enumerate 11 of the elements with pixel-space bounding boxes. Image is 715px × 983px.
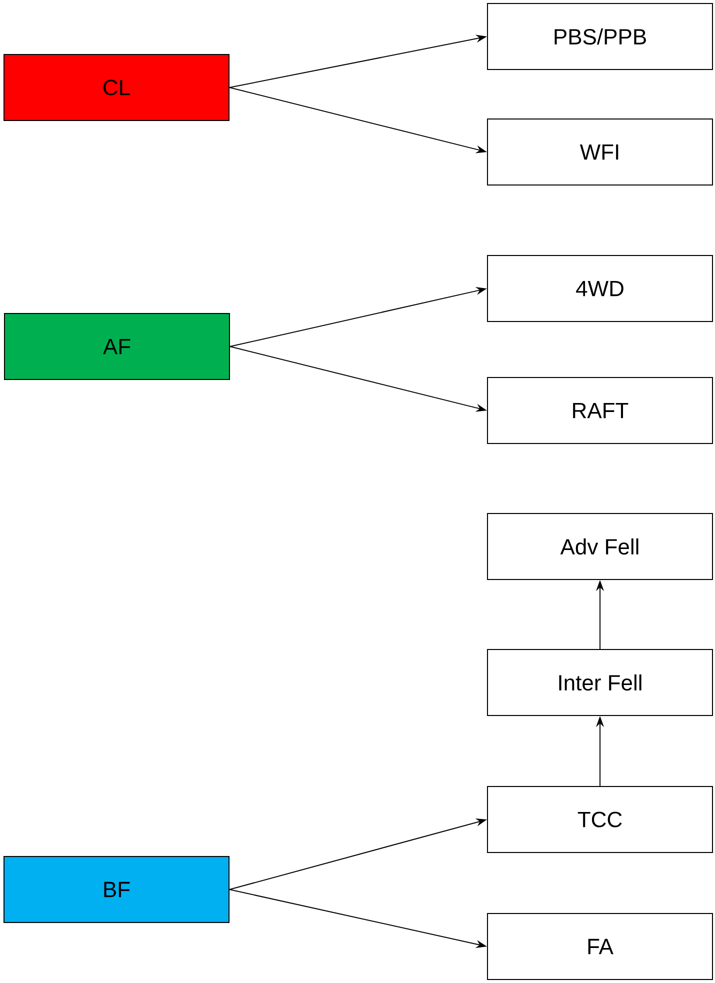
process-box: WFI: [487, 118, 713, 186]
process-box: Inter Fell: [487, 649, 713, 716]
process-box: 4WD: [487, 255, 713, 322]
process-box: PBS/PPB: [487, 3, 713, 70]
process-box: FA: [487, 913, 713, 980]
process-box: Adv Fell: [487, 513, 713, 580]
category-box: AF: [4, 313, 230, 380]
category-box: BF: [4, 856, 230, 923]
category-box: CL: [4, 54, 230, 121]
process-box: RAFT: [487, 377, 713, 444]
process-box: TCC: [487, 786, 713, 853]
